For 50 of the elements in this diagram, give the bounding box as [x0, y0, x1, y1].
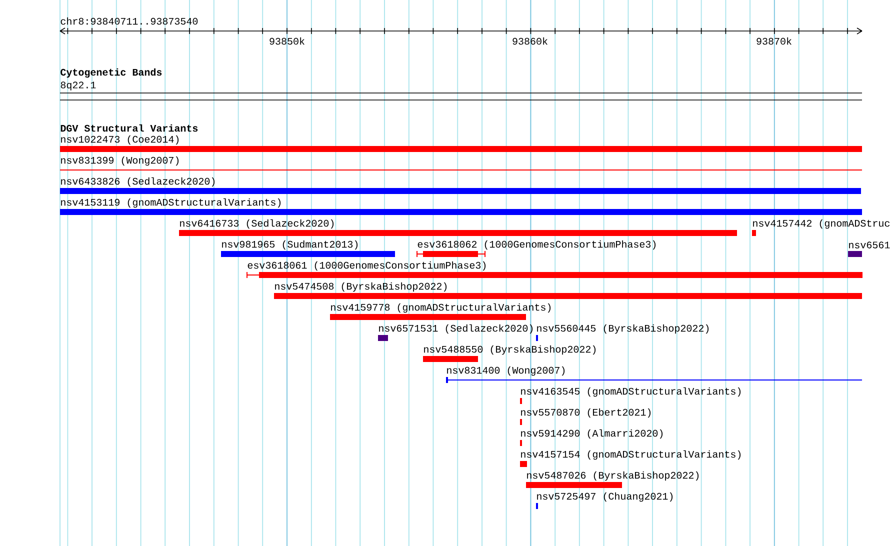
- node-label: nsv6561: [849, 242, 890, 248]
- node-label: nsv5474508 (ByrskaBishop2022): [275, 282, 447, 292]
- variant-track: nsv5488550 (ByrskaBishop2022): [423, 345, 596, 362]
- variant-track: nsv4153119 (gnomADStructuralVariants): [60, 198, 862, 215]
- variant-track: nsv6433826 (Sedlazeck2020): [60, 177, 861, 194]
- node-label: nsv831400 (Wong2007): [447, 366, 565, 376]
- node-label: esv3618061 (1000GenomesConsortiumPhase3): [248, 261, 486, 271]
- tick-label: 93870k: [756, 37, 792, 45]
- node-label: nsv5560445 (ByrskaBishop2022): [537, 324, 709, 334]
- track-title: Cytogenetic Bands: [60, 68, 162, 78]
- variant-track: nsv981965 (Sudmant2013): [221, 240, 395, 257]
- node-label: nsv6433826 (Sedlazeck2020): [61, 177, 215, 187]
- node-label: nsv4153119 (gnomADStructuralVariants): [61, 198, 281, 208]
- node-label: nsv4157442 (gnomADStruc: [753, 219, 890, 229]
- node-label: nsv5488550 (ByrskaBishop2022): [424, 345, 596, 355]
- node-label: nsv6571531 (Sedlazeck2020): [379, 324, 533, 334]
- tick-label: 93850k: [270, 37, 304, 45]
- track-title: DGV Structural Variants: [60, 124, 198, 132]
- node-label: nsv4159778 (gnomADStructuralVariants): [331, 303, 551, 313]
- variant-track: nsv1022473 (Coe2014): [60, 135, 862, 152]
- variant-track: nsv4163545 (gnomADStructuralVariants): [520, 387, 741, 404]
- variant-track: nsv6416733 (Sedlazeck2020): [179, 219, 738, 236]
- variant-track: nsv5725497 (Chuang2021): [536, 492, 673, 509]
- node-label: nsv4157154 (gnomADStructuralVariants): [521, 450, 741, 460]
- variant-track: nsv4159778 (gnomADStructuralVariants): [330, 303, 551, 320]
- variant-track: nsv831399 (Wong2007): [60, 156, 862, 170]
- node-label: nsv6416733 (Sedlazeck2020): [180, 219, 334, 229]
- ruler-label: chr8:93840711..93873540: [60, 17, 198, 25]
- variant-track: nsv6561: [848, 242, 890, 257]
- variant-track: nsv6571531 (Sedlazeck2020): [378, 324, 533, 341]
- node-label: nsv5725497 (Chuang2021): [537, 492, 673, 502]
- band-label: 8q22.1: [60, 82, 96, 90]
- variant-track: nsv5487026 (ByrskaBishop2022): [526, 471, 699, 488]
- node-label: nsv981965 (Sudmant2013): [222, 240, 358, 250]
- node-label: nsv4163545 (gnomADStructuralVariants): [521, 387, 741, 397]
- node-label: nsv5570870 (Ebert2021): [521, 408, 651, 418]
- variant-track: nsv4157154 (gnomADStructuralVariants): [520, 450, 741, 467]
- node-label: nsv5914290 (Almarri2020): [521, 429, 663, 439]
- variant-track: nsv5914290 (Almarri2020): [520, 429, 663, 446]
- variant-track: nsv831400 (Wong2007): [446, 366, 862, 383]
- variant-track: nsv5474508 (ByrskaBishop2022): [274, 282, 862, 299]
- node-label: nsv1022473 (Coe2014): [61, 135, 179, 145]
- node-label: esv3618062 (1000GenomesConsortiumPhase3): [418, 240, 656, 250]
- variant-track: nsv5560445 (ByrskaBishop2022): [536, 324, 709, 341]
- tick-label: 93860k: [512, 37, 548, 45]
- variant-track: nsv5570870 (Ebert2021): [520, 408, 651, 425]
- node-label: nsv5487026 (ByrskaBishop2022): [527, 471, 699, 481]
- variant-track: nsv4157442 (gnomADStruc: [752, 219, 890, 236]
- variant-track: esv3618061 (1000GenomesConsortiumPhase3): [246, 261, 862, 278]
- variant-track: esv3618062 (1000GenomesConsortiumPhase3): [416, 240, 656, 258]
